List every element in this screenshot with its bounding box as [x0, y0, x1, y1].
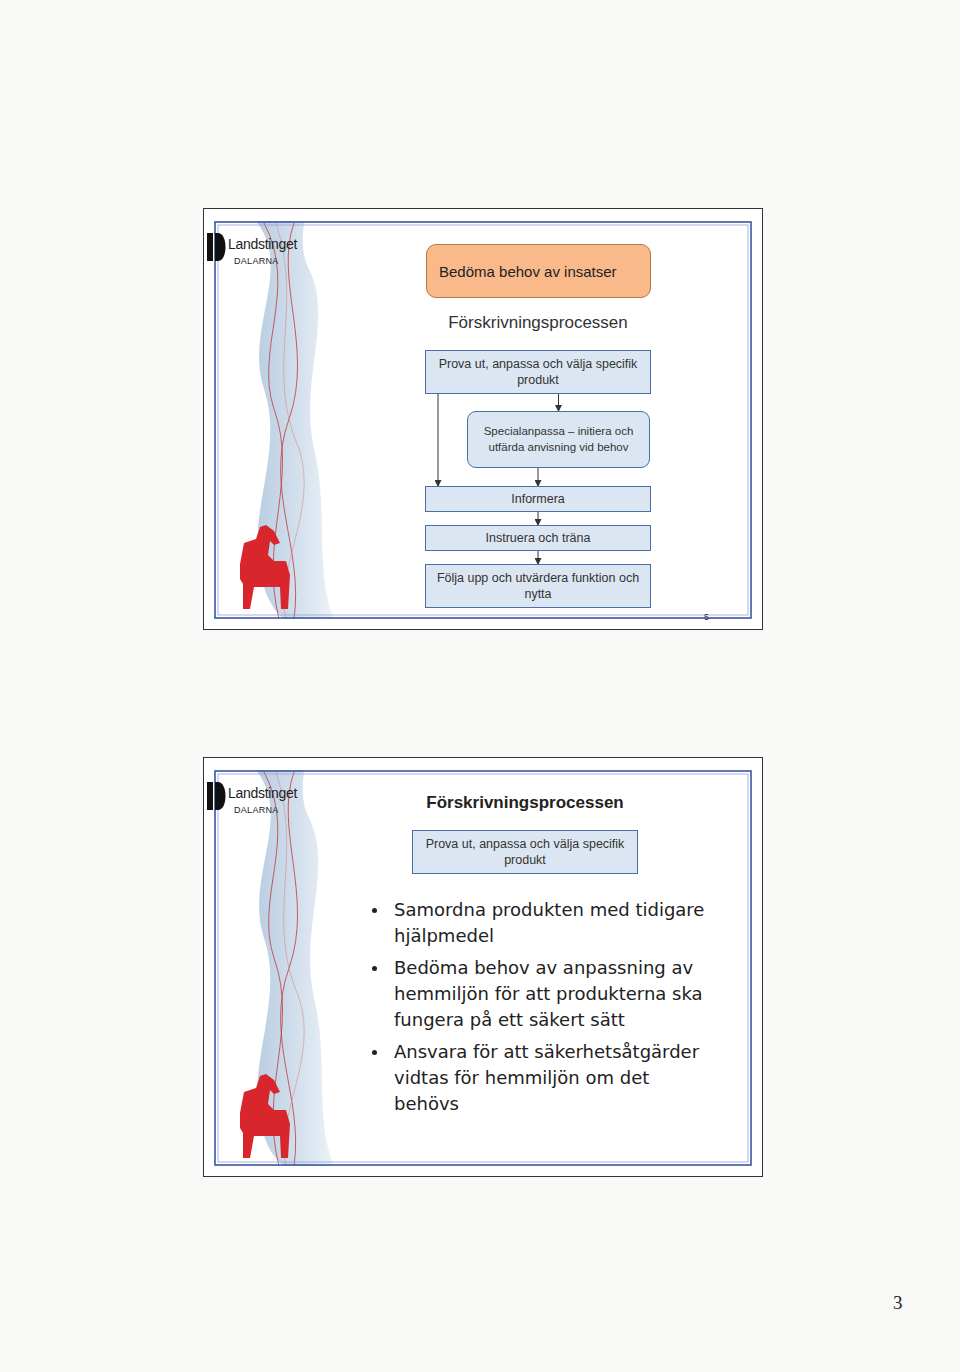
- box-text: Informera: [511, 491, 565, 507]
- bullet-text: Ansvara för att säkerhetsåtgärder vidtas…: [394, 1041, 699, 1114]
- logo-text: Landstinget: [228, 236, 297, 252]
- process-box: Följa upp och utvärdera funktion och nyt…: [425, 564, 651, 608]
- logo-subtext: DALARNA: [234, 256, 279, 266]
- slide-title: Förskrivningsprocessen: [345, 793, 705, 813]
- slide-title: Förskrivningsprocessen: [418, 313, 658, 333]
- logo-subtext: DALARNA: [234, 805, 279, 815]
- flow-arrow: [438, 394, 439, 486]
- box-text: Instruera och träna: [486, 530, 591, 546]
- bullet-item: Bedöma behov av anpassning av hemmiljön …: [372, 955, 717, 1033]
- bullet-text: Samordna produkten med tidigare hjälpmed…: [394, 899, 704, 946]
- flow-arrow: [558, 394, 559, 411]
- bullet-text: Bedöma behov av anpassning av hemmiljön …: [394, 957, 703, 1030]
- box-text: Bedöma behov av insatser: [439, 263, 617, 280]
- process-box: Informera: [425, 486, 651, 512]
- bullet-list: Samordna produkten med tidigare hjälpmed…: [372, 897, 717, 1123]
- slide-frame: LandstingetDALARNA Förskrivningsprocessen…: [203, 757, 763, 1177]
- heading-box: Bedöma behov av insatser: [426, 244, 651, 298]
- bullet-item: Ansvara för att säkerhetsåtgärder vidtas…: [372, 1039, 717, 1117]
- page-number: 3: [893, 1292, 903, 1314]
- bullet-item: Samordna produkten med tidigare hjälpmed…: [372, 897, 717, 949]
- flow-arrow: [538, 551, 539, 564]
- process-box: Prova ut, anpassa och välja specifik pro…: [412, 830, 638, 874]
- box-text: Prova ut, anpassa och välja specifik pro…: [434, 356, 642, 389]
- slide-frame: LandstingetDALARNA Förskrivningsprocessen…: [203, 208, 763, 630]
- process-box: Specialanpassa – initiera och utfärda an…: [467, 411, 650, 468]
- box-text: Följa upp och utvärdera funktion och nyt…: [434, 570, 642, 603]
- box-text: Specialanpassa – initiera och utfärda an…: [476, 424, 641, 455]
- slide-number: 5: [704, 612, 709, 622]
- logo-text: Landstinget: [228, 785, 297, 801]
- flow-arrow: [538, 512, 539, 525]
- process-box: Instruera och träna: [425, 525, 651, 551]
- bullet-dot: [372, 1050, 377, 1055]
- bullet-dot: [372, 908, 377, 913]
- flow-arrow: [538, 468, 539, 486]
- bullet-dot: [372, 966, 377, 971]
- box-text: Prova ut, anpassa och välja specifik pro…: [421, 836, 629, 869]
- process-box: Prova ut, anpassa och välja specifik pro…: [425, 350, 651, 394]
